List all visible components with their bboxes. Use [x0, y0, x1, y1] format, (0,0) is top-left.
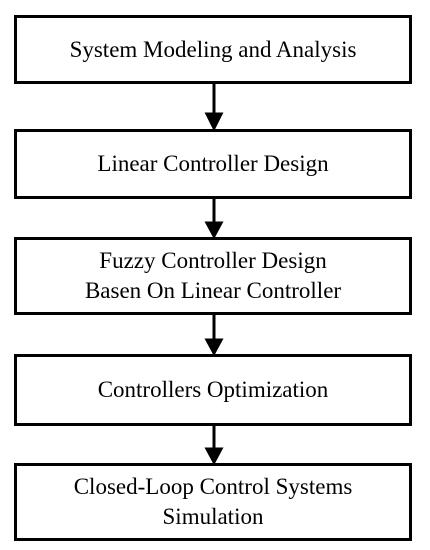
node-label: System Modeling and Analysis [69, 36, 357, 62]
node-label-line-2: Simulation [162, 504, 264, 529]
node-fuzzy-controller-design: Fuzzy Controller Design Basen On Linear … [14, 237, 412, 315]
node-label: Linear Controller Design [97, 151, 329, 176]
arrowhead-4 [204, 447, 224, 466]
node-label-line-2: Basen On Linear Controller [84, 278, 342, 303]
node-label-line-1: Fuzzy Controller Design [99, 248, 327, 273]
arrowhead-1 [204, 112, 224, 132]
node-linear-controller-design: Linear Controller Design [14, 129, 412, 199]
node-closed-loop-simulation: Closed-Loop Control Systems Simulation [14, 463, 412, 541]
node-label: Controllers Optimization [97, 377, 329, 402]
arrowhead-2 [204, 221, 224, 240]
node-controllers-optimization: Controllers Optimization [14, 354, 412, 426]
node-system-modeling: System Modeling and Analysis [14, 15, 412, 84]
node-label-line-1: Closed-Loop Control Systems [73, 474, 353, 499]
arrowhead-3 [204, 338, 224, 357]
